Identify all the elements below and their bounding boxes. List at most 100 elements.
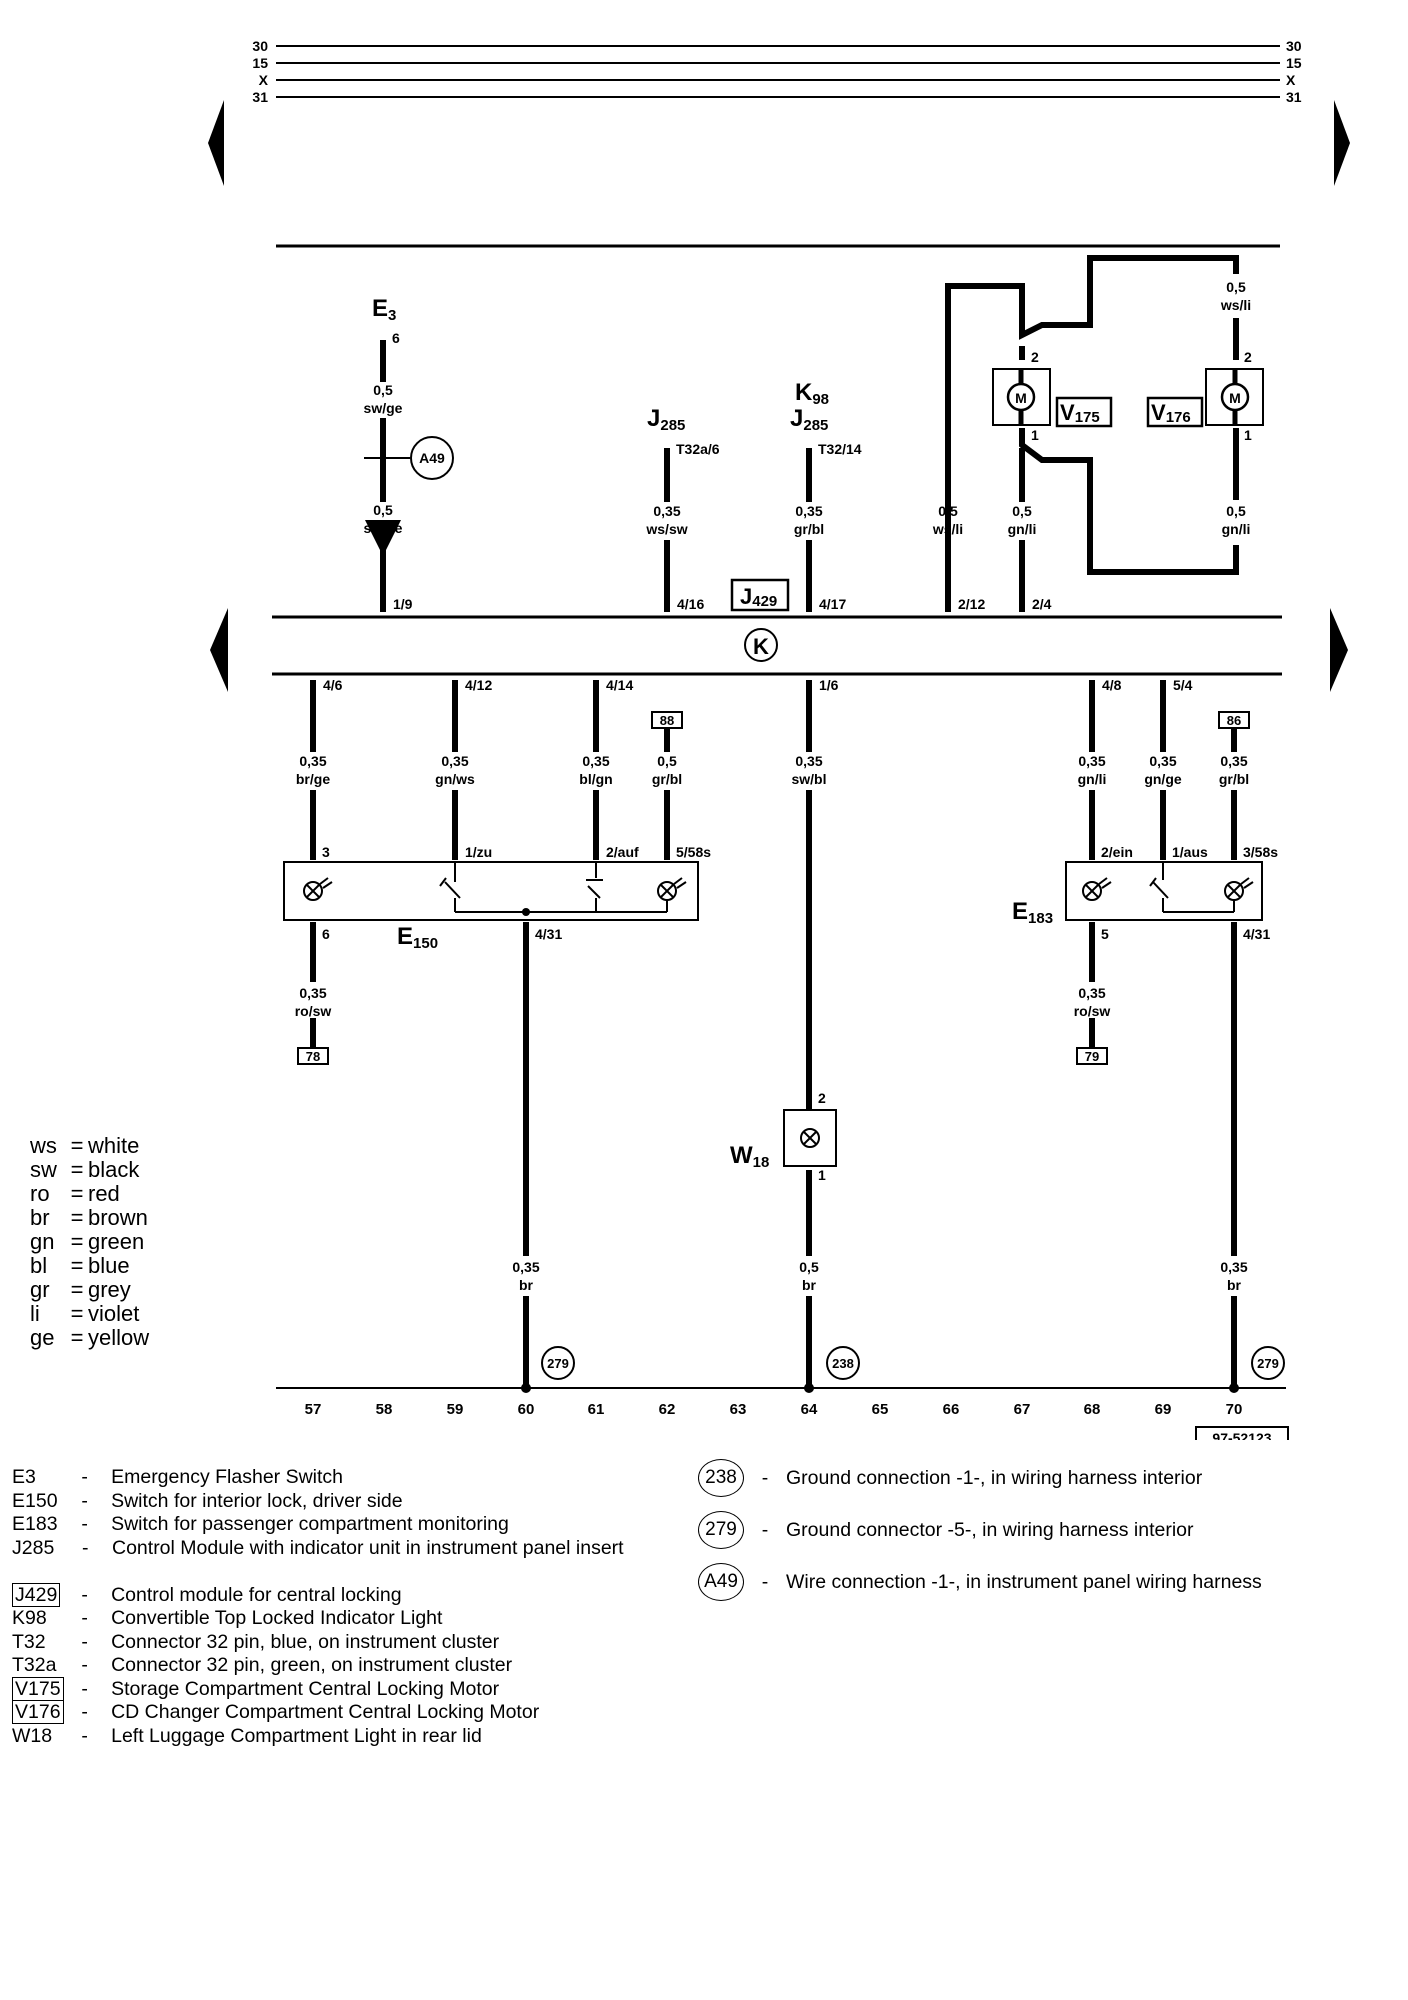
- legend-code: bl: [30, 1253, 48, 1278]
- ground-key-desc: Ground connector -5-, in wiring harness …: [786, 1518, 1194, 1541]
- legend-name: black: [88, 1157, 140, 1182]
- wire-78-color: ro/sw: [295, 1003, 332, 1019]
- key-row: E183-Switch for passenger compartment mo…: [6, 1513, 666, 1537]
- e150-pin-1zu: 1/zu: [465, 844, 492, 860]
- track-numbers: 57 58 59 60 61 62 63 64 65 66 67 68 69 7…: [305, 1401, 1243, 1418]
- e150-internals: [303, 862, 687, 913]
- page-next-arrow-mid: [1330, 608, 1348, 692]
- key-code: J285: [12, 1536, 55, 1559]
- box-88: [651, 711, 683, 729]
- wire-78-size: 0,35: [299, 985, 326, 1001]
- wire-86-size: 0,35: [1220, 753, 1247, 769]
- legend-code: br: [30, 1205, 50, 1230]
- wire-j285a-size: 0,35: [653, 503, 680, 519]
- e3-label: E3: [372, 295, 396, 324]
- legend-row: br=brown: [30, 1205, 148, 1230]
- pin-2-4: 2/4: [1032, 596, 1052, 612]
- e183-pin-358s: 3/58s: [1243, 844, 1278, 860]
- e150-label: E150: [397, 923, 438, 952]
- j429-label-box: [730, 578, 790, 612]
- ground-key-symbol: A49: [698, 1563, 744, 1601]
- e150-pin-6: 6: [322, 926, 330, 942]
- wire-212-color: ws/li: [932, 521, 963, 537]
- wire-48-color: gn/li: [1078, 771, 1107, 787]
- ground-key-symbol: 238: [698, 1459, 744, 1497]
- track-57: 57: [305, 1401, 322, 1418]
- pin-2-12: 2/12: [958, 596, 985, 612]
- box-79-label: 79: [1085, 1049, 1099, 1064]
- j429-label: J429: [740, 584, 777, 610]
- track-59: 59: [447, 1401, 464, 1418]
- wire-88-color: gr/bl: [652, 771, 682, 787]
- legend-row: gn=green: [30, 1229, 145, 1254]
- track-66: 66: [943, 1401, 960, 1418]
- key-row: E150-Switch for interior lock, driver si…: [6, 1490, 666, 1514]
- wire-v176-top-color: ws/li: [1220, 297, 1251, 313]
- j429-module-bar: K: [272, 615, 1282, 676]
- wire-j285b-size: 0,35: [795, 503, 822, 519]
- pin-4-17: 4/17: [819, 596, 846, 612]
- ground-279-b-label: 279: [1257, 1356, 1279, 1371]
- e183-label: E183: [1012, 898, 1053, 927]
- rail-label-15-left: 15: [252, 55, 268, 71]
- key-code: E183: [12, 1513, 58, 1535]
- wire-54-color: gn/ge: [1144, 771, 1182, 787]
- key-desc: Switch for passenger compartment monitor…: [111, 1513, 509, 1535]
- page-prev-arrow-mid: [210, 608, 228, 692]
- v176-label-box: [1146, 396, 1204, 428]
- wire-v176-bottom-color: gn/li: [1222, 521, 1251, 537]
- legend-row: sw=black: [30, 1157, 140, 1182]
- key-row: T32a-Connector 32 pin, green, on instrum…: [6, 1654, 666, 1678]
- e183-pin-5: 5: [1101, 926, 1109, 942]
- j285-pin-t3214: T32/14: [818, 441, 862, 457]
- ground-key-row: 238-Ground connection -1-, in wiring har…: [698, 1452, 1398, 1504]
- key-desc: Left Luggage Compartment Light in rear l…: [111, 1724, 482, 1747]
- wire-e3-a-color: sw/ge: [364, 400, 403, 416]
- e150-pin-2auf: 2/auf: [606, 844, 639, 860]
- ground-279-b: [1251, 1346, 1285, 1380]
- key-desc: CD Changer Compartment Central Locking M…: [111, 1701, 540, 1723]
- legend-code: gr: [30, 1277, 50, 1302]
- a49-label: A49: [419, 450, 445, 466]
- e183-internals: [1082, 862, 1254, 913]
- v176-label: V176: [1151, 400, 1191, 426]
- key-row: E3-Emergency Flasher Switch: [6, 1466, 666, 1490]
- legend-name: grey: [88, 1277, 131, 1302]
- track-64: 64: [801, 1401, 818, 1418]
- color-legend: ws=white sw=black ro=red br=brown gn=gre…: [30, 1134, 149, 1350]
- legend-row: ws=white: [30, 1133, 140, 1158]
- wire-54-size: 0,35: [1149, 753, 1176, 769]
- ground-key-row: 279-Ground connector -5-, in wiring harn…: [698, 1504, 1398, 1556]
- rail-label-31-right: 31: [1286, 89, 1302, 105]
- pin-4-8: 4/8: [1102, 677, 1122, 693]
- legend-row: li=violet: [30, 1301, 140, 1326]
- v175-label: V175: [1060, 400, 1100, 426]
- key-row: T32-Connector 32 pin, blue, on instrumen…: [6, 1631, 666, 1655]
- k98-label: K98: [795, 379, 829, 408]
- track-63: 63: [730, 1401, 747, 1418]
- component-key: E3-Emergency Flasher Switch E150-Switch …: [6, 1466, 666, 1748]
- key-desc: Convertible Top Locked Indicator Light: [111, 1607, 443, 1629]
- v175-pin-1: 1: [1031, 427, 1039, 443]
- legend-code: ws: [30, 1133, 57, 1158]
- ground-238-label: 238: [832, 1356, 854, 1371]
- key-desc: Control Module with indicator unit in in…: [112, 1536, 624, 1559]
- pin-4-12: 4/12: [465, 677, 492, 693]
- box-78: [297, 1047, 329, 1065]
- a49-connector: [410, 436, 454, 480]
- wire-g70-color: br: [1227, 1277, 1242, 1293]
- legend-name: white: [88, 1133, 140, 1158]
- e150-pin-431: 4/31: [535, 926, 562, 942]
- track-62: 62: [659, 1401, 676, 1418]
- wire-414-color: bl/gn: [579, 771, 612, 787]
- legend-name: blue: [88, 1253, 130, 1278]
- legend-code: li: [30, 1301, 40, 1326]
- wiring-diagram: 30 15 X 31 30 15 X 31 K E3 6 0,5 sw/ge A…: [208, 38, 1350, 1440]
- legend-name: violet: [88, 1301, 140, 1326]
- wire-e3-a-size: 0,5: [373, 382, 393, 398]
- wire-j285b-color: gr/bl: [794, 521, 824, 537]
- key-code: K98: [12, 1607, 47, 1629]
- wire-412-color: gn/ws: [435, 771, 475, 787]
- legend-row: bl=blue: [30, 1253, 130, 1278]
- legend-name: red: [88, 1181, 120, 1206]
